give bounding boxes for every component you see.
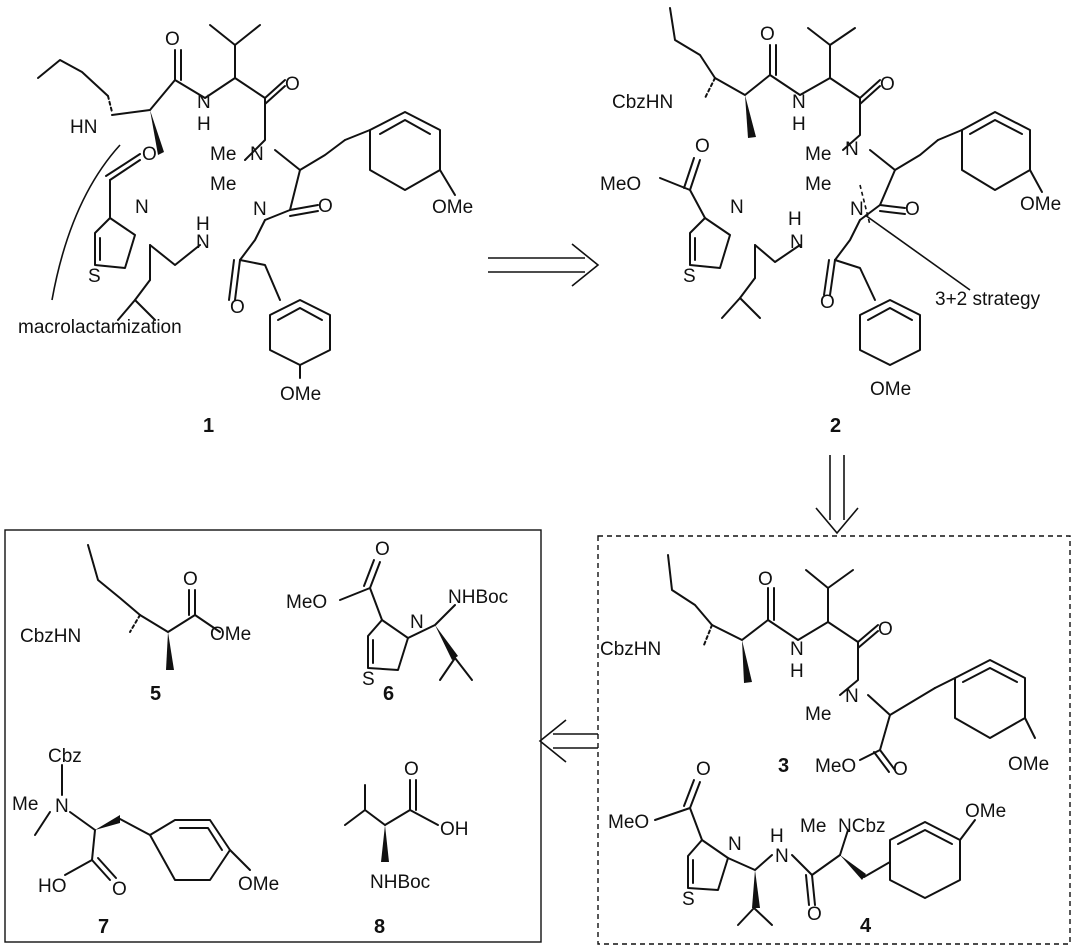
- compound-3: [667, 554, 1036, 773]
- c6-n: N: [410, 612, 424, 633]
- c2-o-top: O: [760, 24, 775, 45]
- strategy-label: 3+2 strategy: [935, 289, 1041, 310]
- c4-me: Me: [800, 816, 826, 837]
- c6-meo: MeO: [286, 592, 327, 613]
- c1-n-me1: N: [250, 144, 264, 165]
- c8-nhboc: NHBoc: [370, 872, 430, 893]
- c3-o-top: O: [758, 569, 773, 590]
- c4-s-thiazole: S: [682, 889, 695, 910]
- c4-ome: OMe: [965, 801, 1006, 822]
- c2-meo: MeO: [600, 174, 641, 195]
- compound-7-label: 7: [98, 916, 109, 938]
- c4-n-thiazole: N: [728, 834, 742, 855]
- c1-ome-bottom: OMe: [280, 384, 321, 405]
- c1-hn: HN: [70, 117, 97, 138]
- compound-1: [37, 24, 456, 379]
- c6-nhboc: NHBoc: [448, 587, 508, 608]
- c7-me: Me: [12, 794, 38, 815]
- retro-arrow-34-fragments: [538, 719, 598, 763]
- c1-o-tyr: O: [318, 196, 333, 217]
- c7-n: N: [55, 796, 69, 817]
- c2-h-amide2: H: [788, 209, 802, 230]
- compound-4-label: 4: [860, 915, 872, 937]
- compound-6: [339, 559, 473, 681]
- c1-n-me2: N: [253, 199, 267, 220]
- c6-o: O: [375, 539, 390, 560]
- c8-oh: OH: [440, 819, 469, 840]
- compound-7: [34, 764, 251, 881]
- macrolactamization-label: macrolactamization: [18, 317, 182, 338]
- c1-o-amide2: O: [230, 297, 245, 318]
- c3-o-val: O: [878, 619, 893, 640]
- c2-o-tyr: O: [905, 199, 920, 220]
- c1-s-thiazole: S: [88, 266, 101, 287]
- c2-n-amide2: N: [790, 232, 804, 253]
- c1-me1: Me: [210, 144, 236, 165]
- c3-n-me: N: [845, 686, 859, 707]
- compound-2-label: 2: [830, 415, 841, 437]
- c2-n-thiazole: N: [730, 197, 744, 218]
- c2-ome-bottom: OMe: [870, 379, 911, 400]
- c1-n-amide1: N: [197, 92, 211, 113]
- c2-o-ester: O: [695, 136, 710, 157]
- c1-h-amide1: H: [197, 114, 211, 135]
- compound-3-label: 3: [778, 755, 789, 777]
- c7-ome: OMe: [238, 874, 279, 895]
- c2-cbzhn: CbzHN: [612, 92, 673, 113]
- compound-8-label: 8: [374, 916, 385, 938]
- c2-o-val: O: [880, 74, 895, 95]
- c5-o: O: [183, 569, 198, 590]
- compound-5-label: 5: [150, 683, 161, 705]
- c3-n-amide: N: [790, 639, 804, 660]
- c2-me2: Me: [805, 174, 831, 195]
- c3-cbzhn: CbzHN: [600, 639, 661, 660]
- compound-6-label: 6: [383, 683, 394, 705]
- c3-h-amide: H: [790, 661, 804, 682]
- compound-5: [87, 544, 221, 670]
- c7-o: O: [112, 879, 127, 900]
- compound-1-label: 1: [203, 415, 214, 437]
- c1-ome-right: OMe: [432, 197, 473, 218]
- c1-me2: Me: [210, 174, 236, 195]
- c8-o: O: [404, 759, 419, 780]
- c4-n-amide: N: [775, 846, 789, 867]
- c4-o-ester: O: [696, 759, 711, 780]
- c2-me1: Me: [805, 144, 831, 165]
- c1-o-top: O: [165, 29, 180, 50]
- c2-n-me2: N: [850, 199, 864, 220]
- c4-meo: MeO: [608, 812, 649, 833]
- c1-h-amide2: H: [196, 214, 210, 235]
- c4-o-amide: O: [807, 904, 822, 925]
- c5-cbzhn: CbzHN: [20, 626, 81, 647]
- c3-meo: MeO: [815, 756, 856, 777]
- compound-8: [344, 779, 439, 862]
- c7-cbz: Cbz: [48, 746, 82, 767]
- c1-o: O: [142, 144, 157, 165]
- c2-s-thiazole: S: [683, 266, 696, 287]
- fragments-box: [4, 529, 542, 943]
- retro-arrow-2-34: [815, 455, 859, 535]
- intermediates-box: [597, 535, 1071, 945]
- c4-ncbz: NCbz: [838, 816, 886, 837]
- c5-ome: OMe: [210, 624, 251, 645]
- compound-2: [659, 7, 1043, 366]
- c1-n-thiazole: N: [135, 197, 149, 218]
- c2-n-me1: N: [845, 139, 859, 160]
- c4-h-amide: H: [770, 826, 784, 847]
- c3-o-ester: O: [893, 759, 908, 780]
- retro-arrow-1-2: [488, 243, 600, 287]
- c7-ho: HO: [38, 876, 67, 897]
- c1-o-val: O: [285, 74, 300, 95]
- c3-ome: OMe: [1008, 754, 1049, 775]
- c2-ome-right: OMe: [1020, 194, 1061, 215]
- c2-n-amide1: N: [792, 92, 806, 113]
- c1-n-amide2: N: [196, 232, 210, 253]
- c2-o-amide2: O: [820, 292, 835, 313]
- c3-me: Me: [805, 704, 831, 725]
- c2-h-amide1: H: [792, 114, 806, 135]
- compound-4: [654, 779, 976, 926]
- c6-s: S: [362, 669, 375, 690]
